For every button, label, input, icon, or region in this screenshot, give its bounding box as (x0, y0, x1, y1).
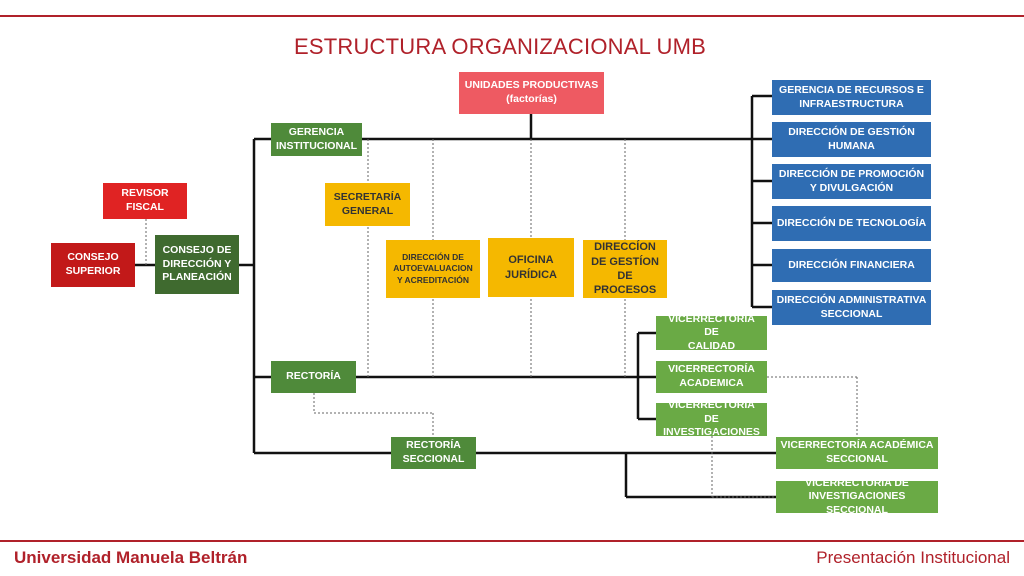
rectoria-box: RECTORÍA (271, 361, 356, 393)
top-rule (0, 15, 1024, 17)
page-title: ESTRUCTURA ORGANIZACIONAL UMB (293, 34, 707, 59)
unidades-productivas-box: UNIDADES PRODUCTIVAS (factorías) (459, 72, 604, 114)
consejo-superior-box: CONSEJO SUPERIOR (51, 243, 135, 287)
vicerrectoria-investigaciones-seccional-box: VICERRECTORÍA DE INVESTIGACIONES SECCION… (776, 477, 938, 516)
bottom-rule (0, 540, 1024, 542)
footer-university-name: Universidad Manuela Beltrán (14, 548, 248, 567)
vicerrectoria-academica-box: VICERRECTORÍA ACADEMICA (656, 361, 767, 393)
oficina-juridica-box: OFICINA JURÍDICA (488, 238, 574, 297)
direccion-administrativa-box: DIRECCIÓN ADMINISTRATIVA SECCIONAL (772, 290, 931, 325)
direccion-tecnologia-box: DIRECCIÓN DE TECNOLOGÍA (772, 206, 931, 241)
vicerrectoria-academica-seccional-box: VICERRECTORÍA ACADÉMICA SECCIONAL (776, 437, 938, 469)
consejo-direccion-box: CONSEJO DE DIRECCIÓN Y PLANEACIÓN (155, 235, 239, 294)
rectoria-seccional-box: RECTORÍA SECCIONAL (391, 437, 476, 469)
vicerrectoria-calidad-box: VICERRECTORÍA DE CALIDAD (656, 313, 767, 352)
vicerrectoria-investigaciones-box: VICERRECTORÍA DE INVESTIGACIONES (656, 399, 767, 438)
autoevaluacion-box: DIRECCIÓN DE AUTOEVALUACION Y ACREDITACI… (386, 240, 480, 298)
footer-presentation-label: Presentación Institucional (816, 548, 1010, 567)
gerencia-recursos-box: GERENCIA DE RECURSOS E INFRAESTRUCTURA (772, 80, 931, 115)
gestion-procesos-box: DIRECCÍON DE GESTÍON DE PROCESOS (583, 240, 667, 298)
secretaria-general-box: SECRETARÍA GENERAL (325, 183, 410, 226)
revisor-fiscal-box: REVISOR FISCAL (103, 183, 187, 219)
gerencia-institucional-box: GERENCIA INSTITUCIONAL (271, 123, 362, 156)
direccion-gestion-humana-box: DIRECCIÓN DE GESTIÓN HUMANA (772, 122, 931, 157)
direccion-promocion-box: DIRECCIÓN DE PROMOCIÓN Y DIVULGACIÓN (772, 164, 931, 199)
direccion-financiera-box: DIRECCIÓN FINANCIERA (772, 249, 931, 282)
